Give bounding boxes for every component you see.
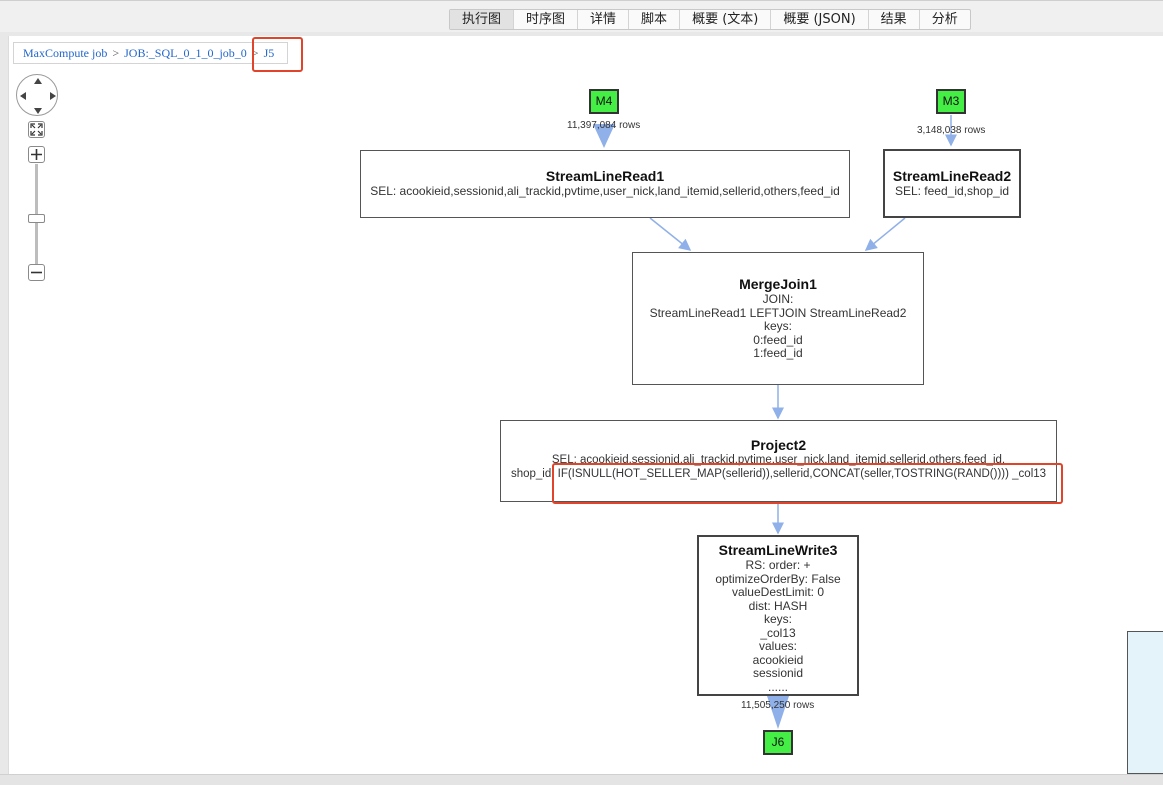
operator-detail-line: keys: xyxy=(763,319,792,333)
task-node-m4[interactable]: M4 xyxy=(589,89,619,114)
operator-detail-line: values: xyxy=(758,639,798,653)
operator-detail-line: keys: xyxy=(763,612,792,626)
breadcrumb-item-job[interactable]: JOB:_SQL_0_1_0_job_0 xyxy=(124,46,247,60)
breadcrumb-item-task[interactable]: J5 xyxy=(263,46,275,60)
fit-to-screen-button[interactable] xyxy=(28,121,45,138)
highlight-box-breadcrumb xyxy=(252,37,303,72)
operator-title: StreamLineRead1 xyxy=(545,168,665,184)
tab-details[interactable]: 详情 xyxy=(578,10,630,29)
bottom-scrollbar[interactable] xyxy=(0,774,1163,785)
edge-write-j6 xyxy=(767,696,789,729)
operator-detail-line: acookieid xyxy=(752,652,804,667)
task-node-m3[interactable]: M3 xyxy=(936,89,966,114)
operator-detail-line: sessionid xyxy=(752,666,804,680)
operator-node-streamlinewrite3[interactable]: StreamLineWrite3 RS: order: + optimizeOr… xyxy=(697,535,859,696)
zoom-in-button[interactable] xyxy=(28,146,45,163)
operator-detail-line: SEL: acookieid,sessionid,ali_trackid,pvt… xyxy=(370,184,840,198)
operator-detail-line: optimizeOrderBy: False xyxy=(715,571,841,586)
tab-script[interactable]: 脚本 xyxy=(629,10,681,29)
operator-node-mergejoin1[interactable]: MergeJoin1 JOIN: StreamLineRead1 LEFTJOI… xyxy=(632,252,924,385)
tab-analysis[interactable]: 分析 xyxy=(931,12,958,27)
operator-title: Project2 xyxy=(750,437,807,453)
operator-detail-line: shop_id, IF(ISNULL(HOT_SELLER_MAP(seller… xyxy=(510,467,1047,480)
edge-read1-join xyxy=(649,217,692,251)
operator-detail-line: valueDestLimit: 0 xyxy=(731,585,825,599)
tab-summary-text[interactable]: 概要 (文本) xyxy=(680,10,772,29)
operator-node-streamlineread1[interactable]: StreamLineRead1 SEL: acookieid,sessionid… xyxy=(360,150,850,218)
operator-detail-line: JOIN: xyxy=(762,292,794,306)
expand-icon xyxy=(30,123,43,136)
pan-arrows-icon xyxy=(20,78,56,114)
tab-timeline[interactable]: 时序图 xyxy=(514,10,579,29)
operator-detail-line: ...... xyxy=(767,679,788,694)
operator-title: StreamLineWrite3 xyxy=(718,542,838,558)
tab-summary-json[interactable]: 概要 (JSON) xyxy=(771,10,869,29)
minimap-panel[interactable] xyxy=(1127,631,1163,774)
operator-detail-line: _col13 xyxy=(760,625,796,640)
operator-title: StreamLineRead2 xyxy=(892,168,1012,184)
minus-icon xyxy=(31,271,42,274)
tab-execution-graph[interactable]: 执行图 xyxy=(450,10,515,29)
row-count-output: 11,505,250 rows xyxy=(741,700,815,711)
top-toolbar: 执行图 时序图 详情 脚本 概要 (文本) 概要 (JSON) 结果 分析 xyxy=(0,0,1163,32)
row-count-m3: 3,148,038 rows xyxy=(917,125,986,136)
breadcrumb: MaxCompute job > JOB:_SQL_0_1_0_job_0 > J5 xyxy=(13,42,288,64)
operator-detail-line: 1:feed_id xyxy=(753,346,803,360)
zoom-slider-handle[interactable] xyxy=(28,214,45,223)
view-tabs: 执行图 时序图 详情 脚本 概要 (文本) 概要 (JSON) 结果 分析 xyxy=(449,9,971,30)
operator-detail-line: RS: order: + xyxy=(745,558,811,572)
operator-detail-line: StreamLineRead1 LEFTJOIN StreamLineRead2 xyxy=(649,305,907,320)
breadcrumb-separator: > xyxy=(112,46,120,60)
row-count-m4: 11,397,084 rows xyxy=(567,120,641,131)
operator-detail-line: 0:feed_id xyxy=(753,332,803,347)
task-node-j6[interactable]: J6 xyxy=(763,730,793,755)
edge-m4-read1 xyxy=(593,124,615,148)
zoom-out-button[interactable] xyxy=(28,264,45,281)
pan-control[interactable] xyxy=(16,74,58,116)
operator-node-streamlineread2[interactable]: StreamLineRead2 SEL: feed_id,shop_id xyxy=(883,149,1021,218)
operator-title: MergeJoin1 xyxy=(739,276,817,292)
plus-icon xyxy=(31,149,42,160)
breadcrumb-separator: > xyxy=(251,46,259,60)
tab-result[interactable]: 结果 xyxy=(869,10,920,29)
breadcrumb-item-project[interactable]: MaxCompute job xyxy=(23,46,108,60)
highlight-box-expression xyxy=(552,463,1063,504)
operator-detail-line: SEL: feed_id,shop_id xyxy=(894,184,1010,198)
edge-read2-join xyxy=(864,217,906,251)
operator-detail-line: dist: HASH xyxy=(748,598,808,613)
